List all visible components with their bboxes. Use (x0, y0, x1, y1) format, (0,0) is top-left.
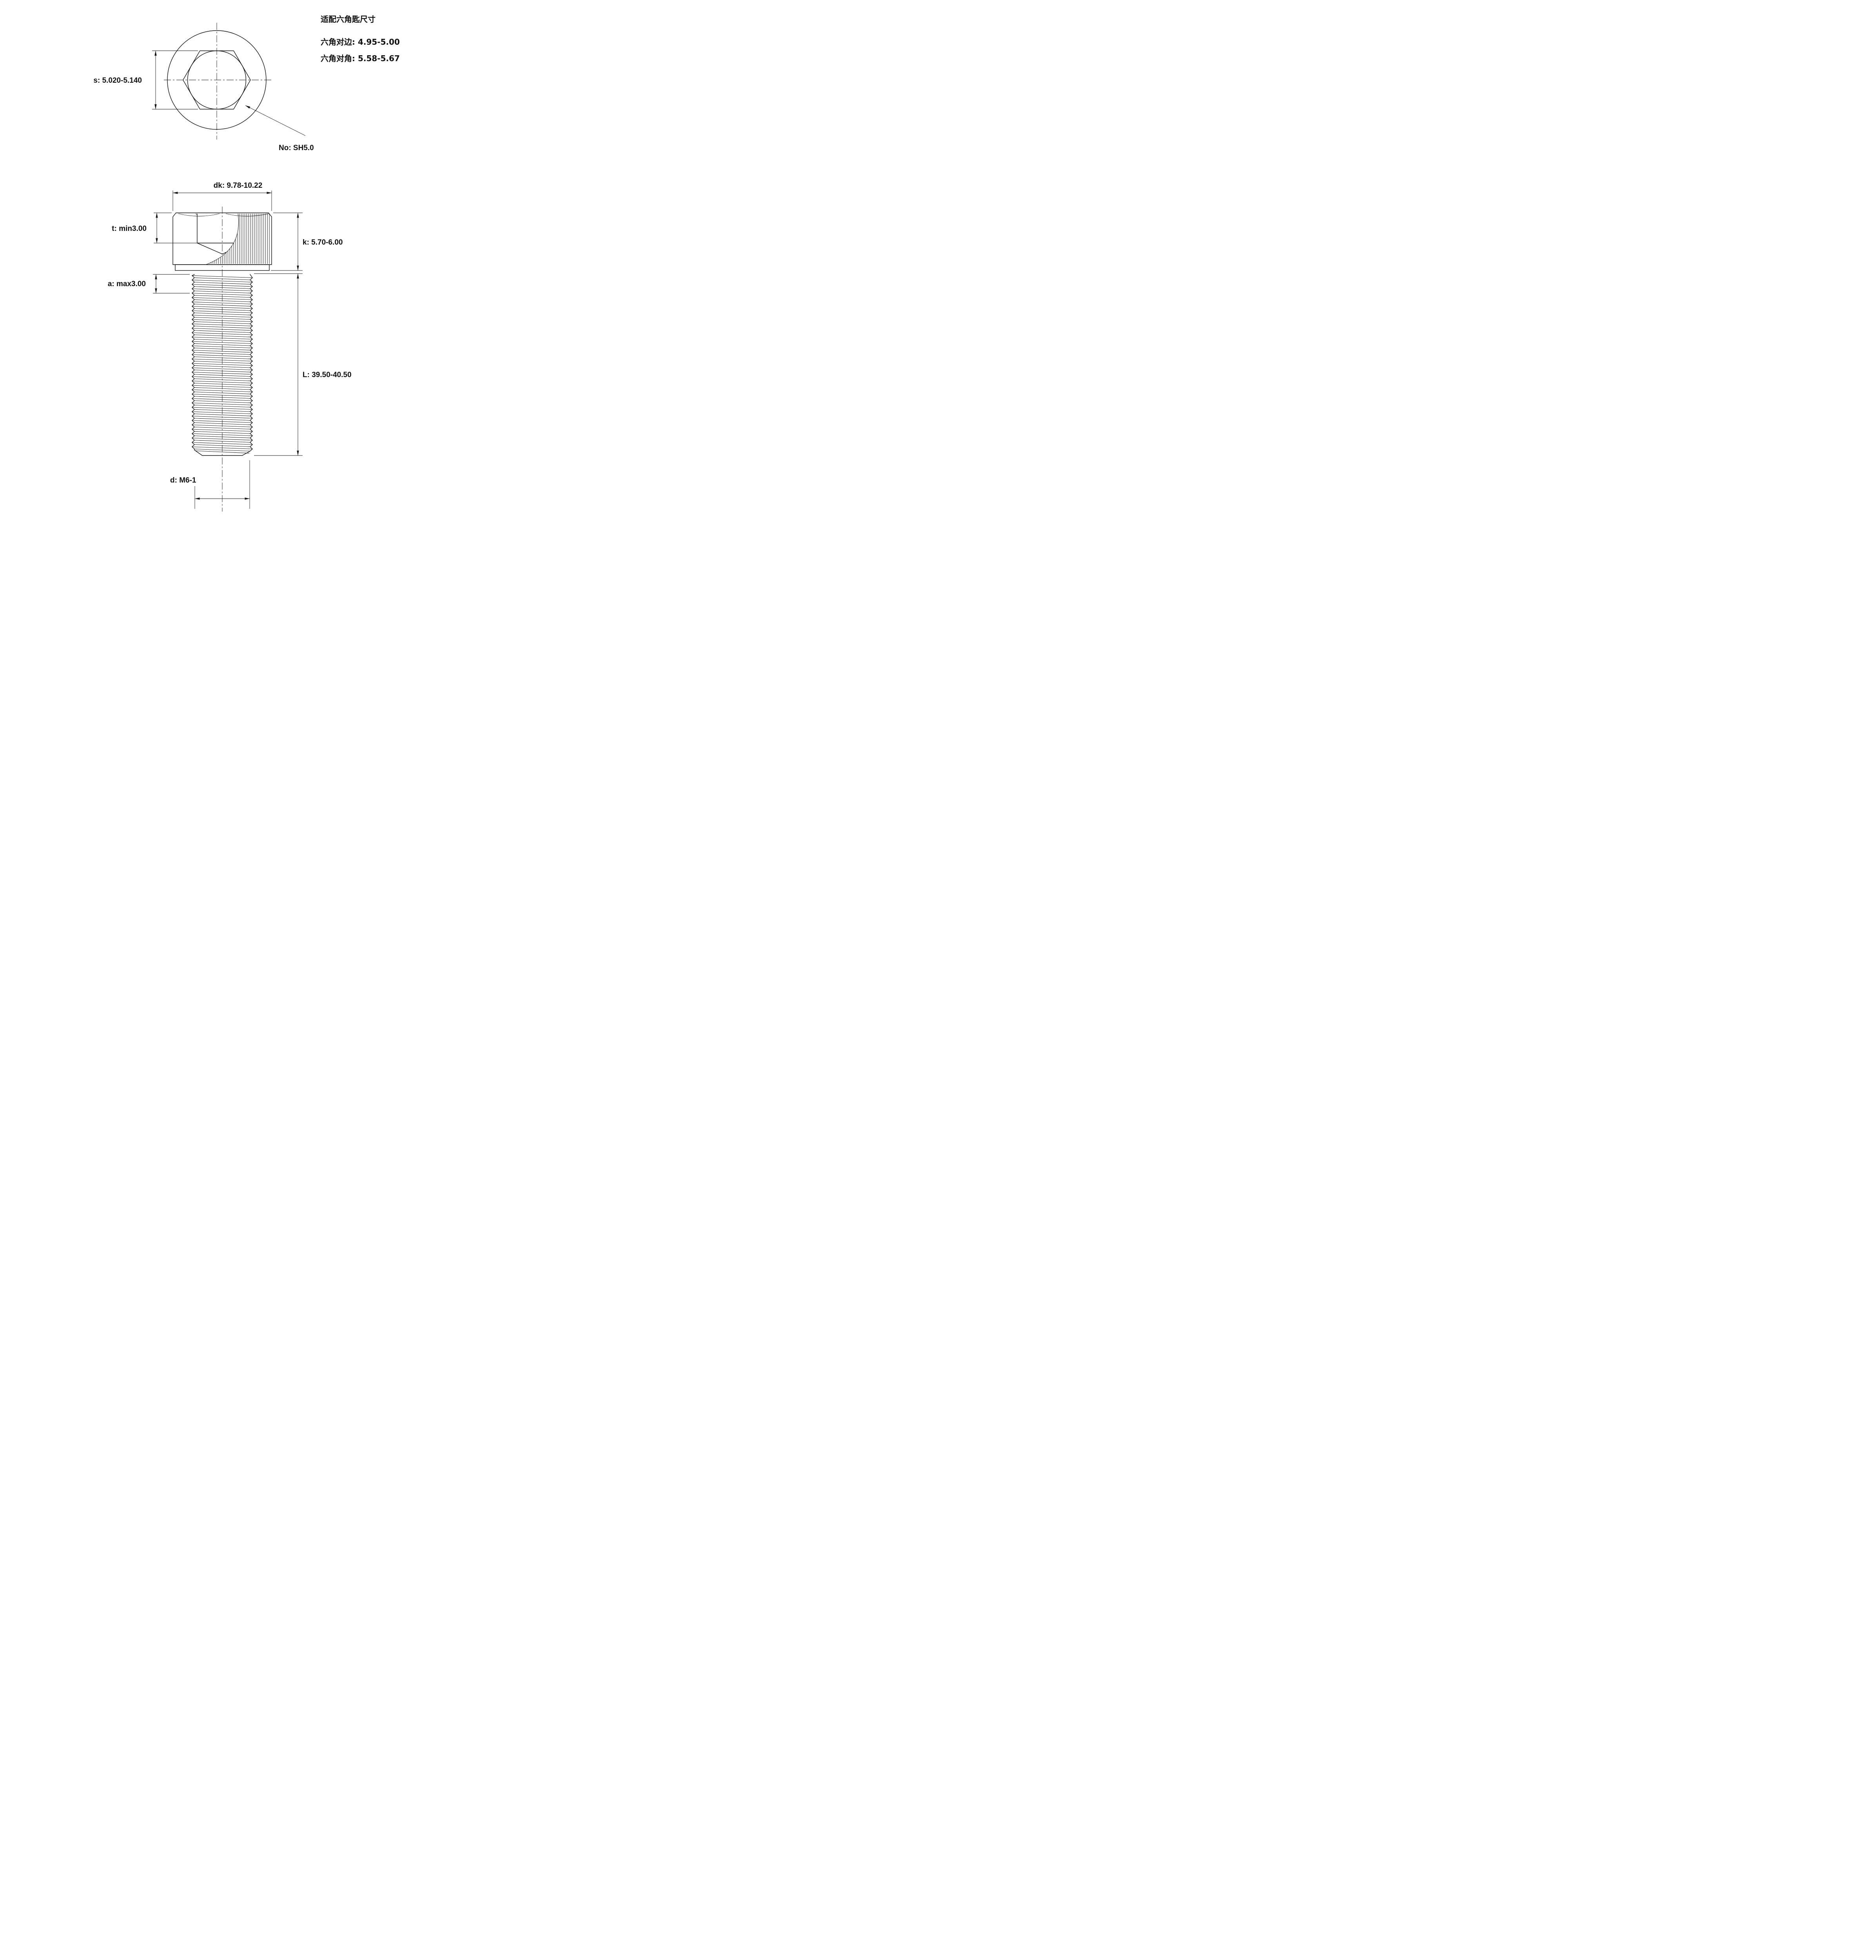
dimension-t: t: min3.00 (112, 212, 197, 243)
length-label: L: 39.50-40.50 (303, 371, 352, 379)
incomplete-thread-label: a: max3.00 (108, 280, 146, 288)
socket-depth-label: t: min3.00 (112, 225, 147, 233)
dimension-s: s: 5.020-5.140 (93, 51, 198, 109)
head-top-chamfer-arcs (178, 213, 269, 216)
socket-width-label: s: 5.020-5.140 (93, 76, 142, 85)
hex-key-title: 适配六角匙尺寸 (321, 15, 376, 24)
drawing-sheet: s: 5.020-5.140 No: SH5.0 适配六角匙尺寸 六角对边: 4… (0, 0, 469, 530)
leader-line (245, 105, 306, 136)
socket-no-label: No: SH5.0 (279, 144, 314, 152)
screw-head-outline (172, 212, 272, 265)
socket-no-callout: No: SH5.0 (245, 105, 314, 152)
socket-section (194, 214, 239, 254)
screw-drawing: s: 5.020-5.140 No: SH5.0 适配六角匙尺寸 六角对边: 4… (93, 15, 400, 512)
thread-spec-label: d: M6-1 (170, 476, 196, 485)
hex-key-across-corners: 六角对角: 5.58-5.67 (321, 54, 400, 63)
dimension-a: a: max3.00 (108, 274, 190, 294)
socket-chamfer-line (194, 214, 198, 215)
dimension-k: k: 5.70-6.00 (271, 212, 343, 271)
thread-left-edge (191, 274, 195, 450)
section-break-line (205, 213, 239, 265)
side-view: dk: 9.78-10.22 t: min3.00 k: 5.70-6.00 a… (108, 181, 352, 512)
hex-key-info: 适配六角匙尺寸 六角对边: 4.95-5.00 六角对角: 5.58-5.67 (321, 15, 400, 63)
head-height-label: k: 5.70-6.00 (303, 238, 343, 247)
hex-key-across-flats: 六角对边: 4.95-5.00 (321, 37, 400, 47)
head-diameter-label: dk: 9.78-10.22 (214, 181, 263, 190)
dimension-d: d: M6-1 (170, 460, 250, 509)
threaded-shank (191, 274, 253, 456)
dimension-L: L: 39.50-40.50 (254, 273, 352, 456)
head-knurl-lines (206, 214, 270, 264)
dimension-dk: dk: 9.78-10.22 (172, 181, 272, 211)
top-view: s: 5.020-5.140 No: SH5.0 (93, 23, 314, 152)
thread-right-edge (249, 274, 253, 452)
